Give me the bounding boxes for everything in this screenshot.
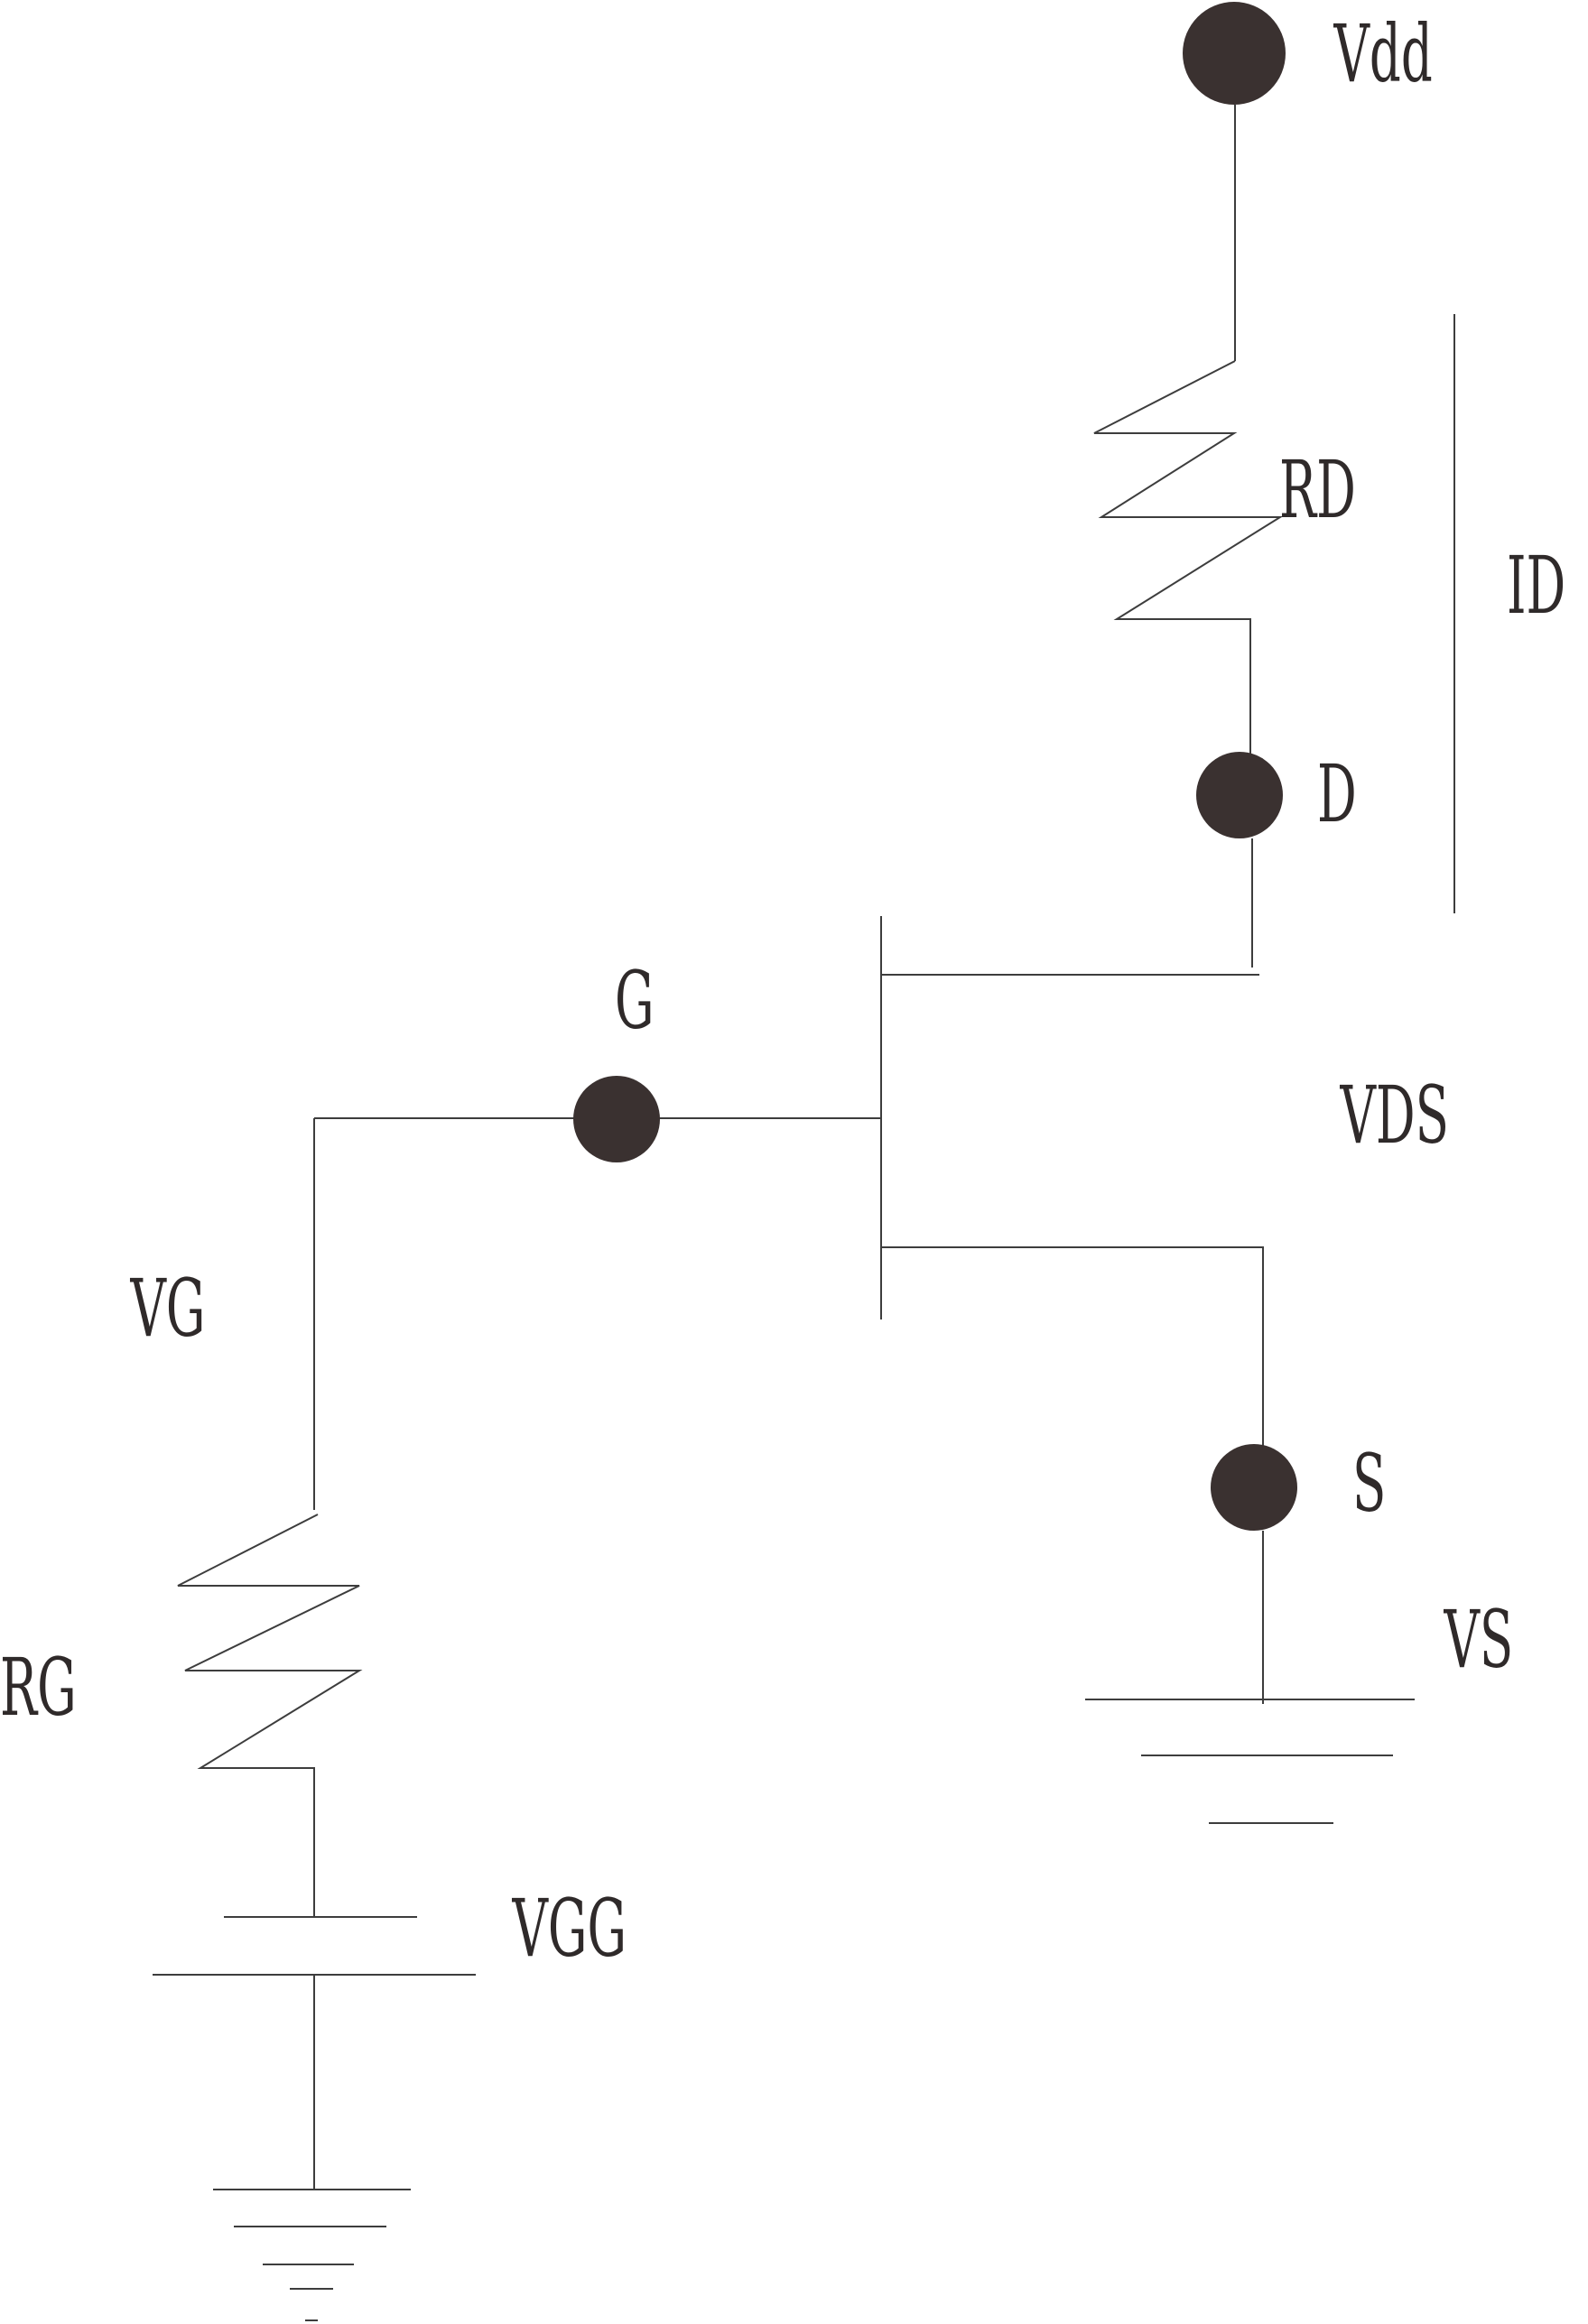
drain-node bbox=[1196, 752, 1283, 838]
gate-ground-symbol bbox=[213, 2189, 411, 2321]
d-label: D bbox=[1317, 748, 1357, 840]
gate-resistor-rg bbox=[177, 1514, 363, 1917]
transistor-source-terminal bbox=[881, 1246, 1264, 1447]
vg-label: VG bbox=[130, 1263, 206, 1355]
source-node bbox=[1211, 1444, 1297, 1531]
drain-resistor-rd bbox=[1093, 360, 1284, 758]
vdd-node bbox=[1183, 2, 1286, 105]
vgg-label: VGG bbox=[512, 1883, 627, 1975]
id-label: ID bbox=[1507, 540, 1565, 632]
g-label: G bbox=[615, 955, 655, 1047]
gate-node bbox=[573, 1076, 660, 1162]
s-label: S bbox=[1352, 1438, 1386, 1530]
rg-label: RG bbox=[0, 1642, 77, 1734]
rd-label: RD bbox=[1279, 444, 1356, 536]
vdd-label: Vdd bbox=[1333, 8, 1433, 100]
vds-label: VDS bbox=[1340, 1069, 1449, 1162]
vs-label: VS bbox=[1444, 1594, 1514, 1686]
source-ground-symbol bbox=[1085, 1699, 1415, 1824]
